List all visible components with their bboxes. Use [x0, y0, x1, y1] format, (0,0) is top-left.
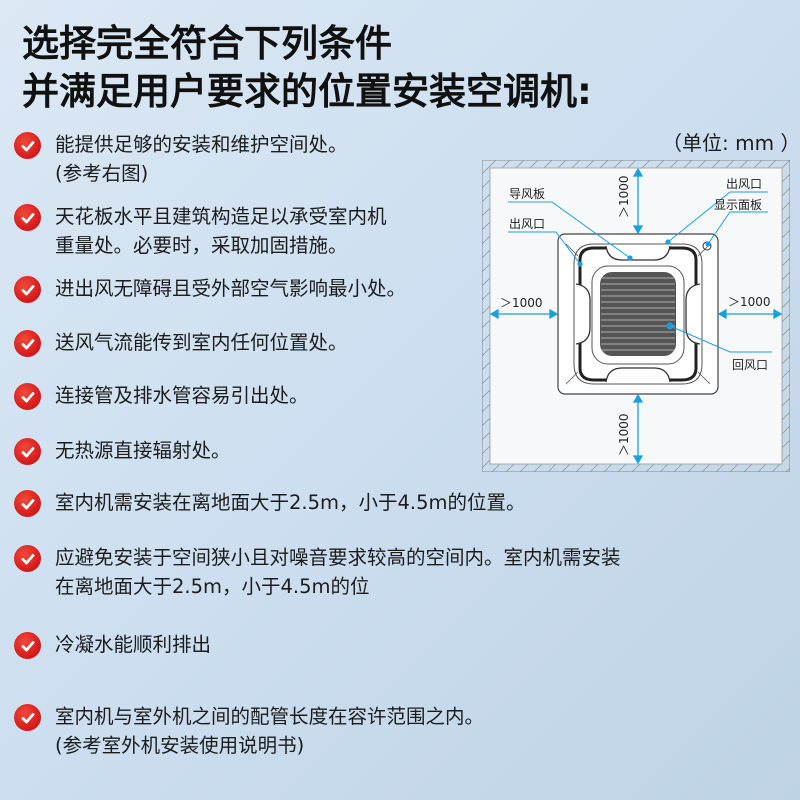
unit-label: （单位: mm ）	[662, 131, 800, 155]
installation-clearance-diagram: ＞1000 ＞1000 ＞1000 ＞1000 导风板 出风口 出风口 显示面板…	[482, 160, 790, 472]
requirement-text: 室内机需安装在离地面大于2.5m，小于4.5m的位置。	[55, 491, 526, 514]
requirement-text: (参考室外机安装使用说明书)	[55, 734, 305, 757]
requirement-text: 重量处。必要时，采取加固措施。	[55, 234, 348, 257]
check-circle-icon	[14, 276, 41, 303]
requirement-text: 天花板水平且建筑构造足以承受室内机	[55, 205, 387, 228]
label-display-panel: 显示面板	[714, 198, 762, 212]
requirement-text: (参考右图)	[55, 162, 149, 185]
requirement-item: 连接管及排水管容易引出处。	[14, 381, 309, 410]
check-circle-icon	[14, 438, 41, 465]
check-circle-icon	[14, 330, 41, 357]
check-circle-icon	[14, 383, 41, 410]
page-title: 选择完全符合下列条件 并满足用户要求的位置安装空调机:	[22, 20, 592, 116]
requirement-text: 冷凝水能顺利排出	[55, 633, 212, 656]
requirement-text: 无热源直接辐射处。	[55, 439, 231, 462]
check-circle-icon	[14, 490, 41, 517]
callout-lines	[508, 191, 772, 353]
requirement-item: 送风气流能传到室内任何位置处。	[14, 328, 348, 357]
clearance-bottom-label: ＞1000	[617, 413, 631, 456]
cassette-ac-unit	[557, 233, 719, 395]
requirement-text: 连接管及排水管容易引出处。	[55, 384, 309, 407]
requirement-item: 无热源直接辐射处。	[14, 436, 231, 465]
requirement-item: 室内机与室外机之间的配管长度在容许范围之内。 (参考室外机安装使用说明书)	[14, 702, 484, 760]
label-outlet-right: 出风口	[726, 177, 762, 191]
check-circle-icon	[14, 704, 41, 731]
requirement-item: 冷凝水能顺利排出	[14, 630, 211, 659]
check-circle-icon	[14, 132, 41, 159]
requirement-item: 进出风无障碍且受外部空气影响最小处。	[14, 274, 406, 303]
label-return-inlet: 回风口	[732, 358, 768, 372]
clearance-left-label: ＞1000	[500, 296, 543, 310]
dimension-arrows	[489, 167, 783, 465]
requirement-item: 能提供足够的安装和维护空间处。 (参考右图)	[14, 130, 348, 188]
check-circle-icon	[14, 545, 41, 572]
requirement-text: 在离地面大于2.5m，小于4.5m的位	[55, 575, 370, 598]
callout-dots	[577, 239, 711, 330]
requirement-item: 天花板水平且建筑构造足以承受室内机 重量处。必要时，采取加固措施。	[14, 202, 387, 260]
requirement-text: 能提供足够的安装和维护空间处。	[55, 133, 348, 156]
title-line-1: 选择完全符合下列条件	[22, 22, 392, 65]
requirement-text: 室内机与室外机之间的配管长度在容许范围之内。	[55, 705, 485, 728]
requirement-item: 应避免安装于空间狭小且对噪音要求较高的空间内。室内机需安装 在离地面大于2.5m…	[14, 543, 621, 601]
clearance-top-label: ＞1000	[617, 175, 631, 218]
clearance-right-label: ＞1000	[728, 295, 771, 309]
title-line-2: 并满足用户要求的位置安装空调机:	[22, 70, 592, 113]
requirement-text: 送风气流能传到室内任何位置处。	[55, 331, 348, 354]
check-circle-icon	[14, 632, 41, 659]
label-outlet-left: 出风口	[509, 217, 545, 231]
label-guide-vane: 导风板	[509, 187, 545, 201]
requirement-text: 应避免安装于空间狭小且对噪音要求较高的空间内。室内机需安装	[55, 546, 621, 569]
requirement-text: 进出风无障碍且受外部空气影响最小处。	[55, 277, 407, 300]
requirement-item: 室内机需安装在离地面大于2.5m，小于4.5m的位置。	[14, 488, 526, 517]
check-circle-icon	[14, 204, 41, 231]
